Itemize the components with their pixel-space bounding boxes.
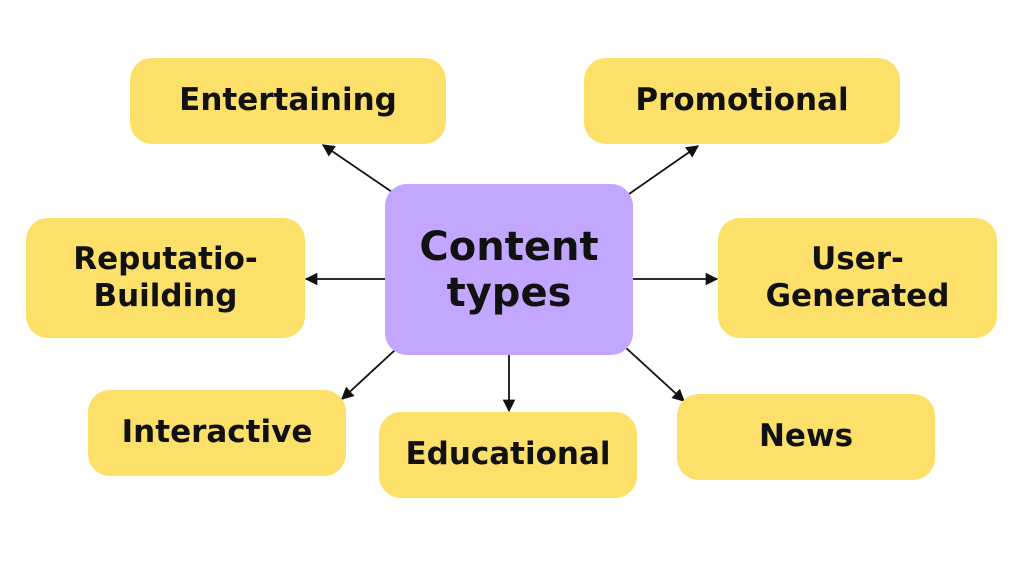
center-label: Content types: [419, 223, 599, 316]
node-reputation-building-label: Reputatio- Building: [73, 240, 258, 314]
arrow-to-news: [624, 346, 685, 402]
arrow-to-interactive: [341, 349, 396, 400]
node-interactive-label: Interactive: [121, 414, 313, 451]
node-entertaining: Entertaining: [130, 58, 446, 144]
node-user-generated: User- Generated: [718, 218, 997, 338]
node-news: News: [677, 394, 935, 480]
node-user-generated-label: User- Generated: [765, 240, 950, 314]
node-news-label: News: [758, 418, 854, 455]
node-promotional-label: Promotional: [635, 82, 849, 119]
node-educational: Educational: [379, 412, 637, 498]
node-educational-label: Educational: [405, 436, 611, 473]
arrow-to-promotional: [628, 145, 700, 195]
arrow-to-entertaining: [321, 144, 393, 193]
center-node: Content types: [385, 184, 633, 355]
node-entertaining-label: Entertaining: [179, 82, 397, 119]
node-reputation-building: Reputatio- Building: [26, 218, 305, 338]
node-interactive: Interactive: [88, 390, 346, 476]
node-promotional: Promotional: [584, 58, 900, 144]
